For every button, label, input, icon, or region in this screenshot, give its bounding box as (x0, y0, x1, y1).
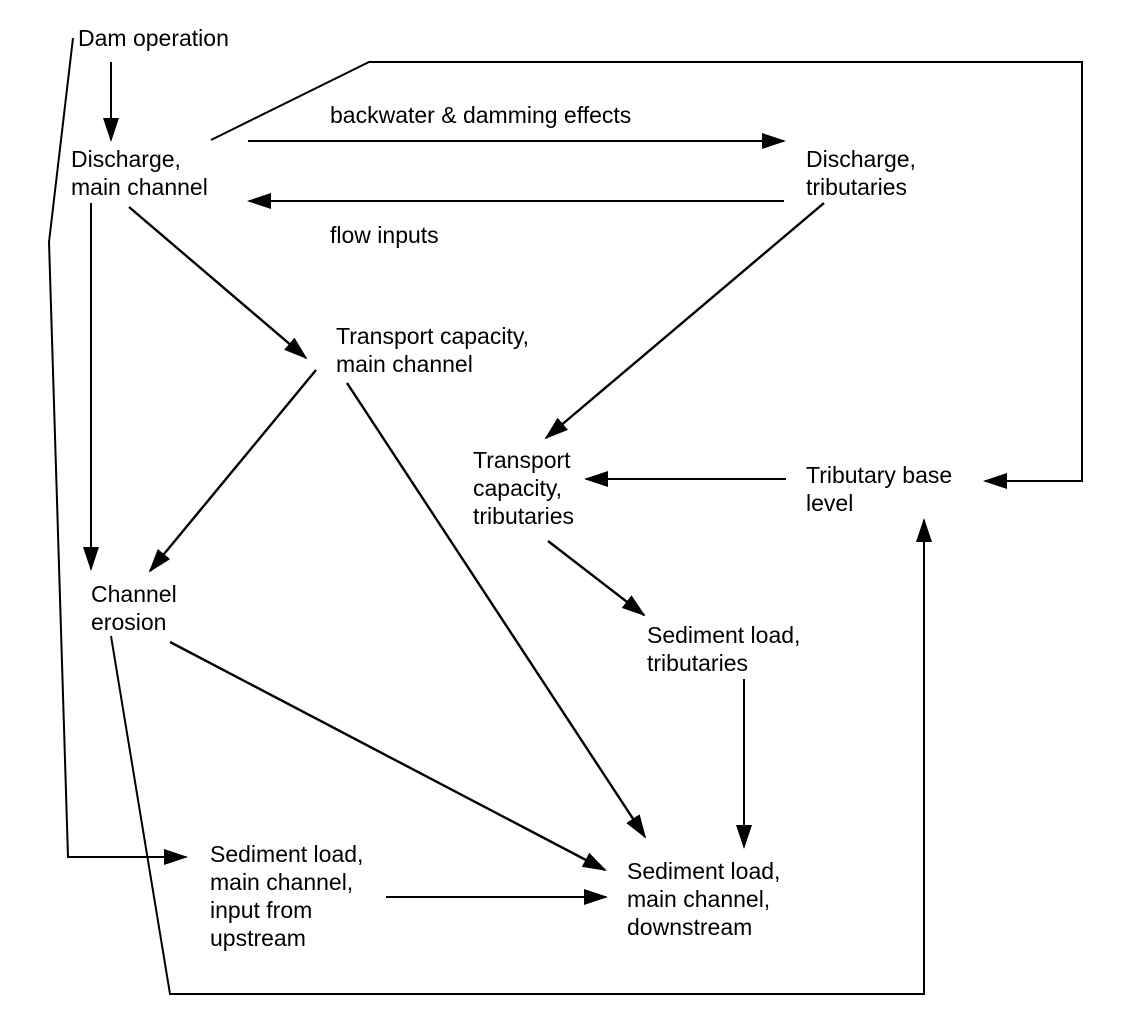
node-sediment-load-tributaries: Sediment load, tributaries (647, 621, 800, 677)
node-text: tributaries (647, 650, 748, 676)
edge-label-backwater: backwater & damming effects (330, 102, 632, 128)
node-text: Discharge, (806, 146, 916, 172)
node-text: main channel (71, 174, 208, 200)
edge-discharge-main-to-transport-main (128, 206, 308, 360)
node-text: Channel (91, 581, 177, 607)
node-text: Dam operation (78, 25, 229, 51)
edge-discharge-trib-to-transport-trib (544, 202, 825, 440)
edge-erosion-to-trib-base (110, 518, 932, 995)
node-text: main channel, (627, 886, 771, 912)
node-text: downstream (627, 914, 753, 940)
node-text: main channel (336, 351, 473, 377)
node-text: Transport capacity, (336, 323, 530, 349)
node-text: capacity, (473, 475, 563, 501)
edge-transport-main-to-erosion (148, 369, 317, 573)
node-sediment-load-upstream: Sediment load, main channel, input from … (210, 840, 363, 952)
node-sediment-load-downstream: Sediment load, main channel, downstream (627, 857, 780, 941)
node-channel-erosion: Channel erosion (91, 580, 177, 636)
edge-erosion-to-sed-downstream (169, 640, 607, 872)
edge-label-flow-inputs: flow inputs (330, 222, 439, 248)
node-dam-operation: Dam operation (78, 24, 229, 52)
node-tributary-base-level: Tributary base level (806, 461, 952, 517)
edge-transport-main-to-sed-downstream (345, 382, 647, 839)
node-text: Tributary base (806, 462, 953, 488)
node-text: Sediment load, (627, 858, 781, 884)
node-text: tributaries (473, 503, 574, 529)
edge-dam-to-sediment-upstream (47, 37, 188, 865)
node-text: Discharge, (71, 146, 181, 172)
node-text: input from (210, 897, 313, 923)
node-text: Sediment load, (210, 841, 364, 867)
node-text: level (806, 490, 854, 516)
node-transport-capacity-tributaries: Transport capacity, tributaries (473, 446, 574, 530)
edge-transport-trib-to-sed-trib (547, 540, 646, 617)
node-discharge-main-channel: Discharge, main channel (71, 145, 208, 201)
node-text: Sediment load, (647, 622, 801, 648)
node-text: erosion (91, 609, 167, 635)
edge-discharge-main-to-trib-base (210, 61, 1083, 489)
node-text: tributaries (806, 174, 907, 200)
node-discharge-tributaries: Discharge, tributaries (806, 145, 916, 201)
node-text: upstream (210, 925, 306, 951)
node-text: main channel, (210, 869, 354, 895)
node-text: Transport (473, 447, 571, 473)
node-transport-capacity-main: Transport capacity, main channel (336, 322, 529, 378)
